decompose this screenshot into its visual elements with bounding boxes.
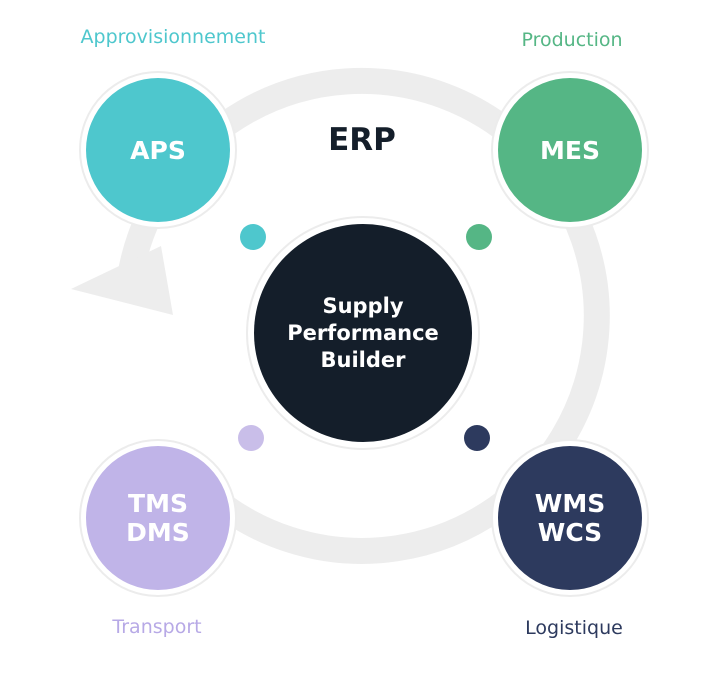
dms-label: DMS [126, 518, 190, 547]
center-line-3: Builder [320, 347, 406, 372]
mes-caption: Production [521, 29, 623, 51]
aps-node: APS [79, 71, 237, 229]
wms-label: WMS [534, 489, 606, 518]
erp-label: ERP [328, 122, 396, 158]
center-line-1: Supply [322, 293, 404, 318]
center-node-core: Supply Performance Builder [254, 224, 472, 442]
aps-caption: Approvisionnement [80, 26, 266, 48]
dot-tms [238, 425, 264, 451]
dot-wms [464, 425, 490, 451]
cycle-arrowhead [71, 246, 173, 315]
aps-label: APS [130, 135, 186, 165]
dot-mes [466, 224, 492, 250]
cycle-ring [117, 67, 610, 564]
mes-node-core: MES [498, 78, 642, 222]
tms-label: TMS [128, 489, 188, 518]
wcs-label: WCS [537, 518, 603, 547]
tms-node-core: TMS DMS [86, 446, 230, 590]
wms-caption: Logistique [525, 617, 623, 639]
tms-node: TMS DMS [79, 439, 237, 597]
center-node: Supply Performance Builder [246, 216, 480, 450]
center-line-2: Performance [287, 320, 439, 345]
mes-node: MES [491, 71, 649, 229]
dot-aps [240, 224, 266, 250]
aps-node-core: APS [86, 78, 230, 222]
mes-label: MES [540, 135, 600, 165]
tms-caption: Transport [112, 616, 202, 638]
wms-node-core: WMS WCS [498, 446, 642, 590]
wms-node: WMS WCS [491, 439, 649, 597]
